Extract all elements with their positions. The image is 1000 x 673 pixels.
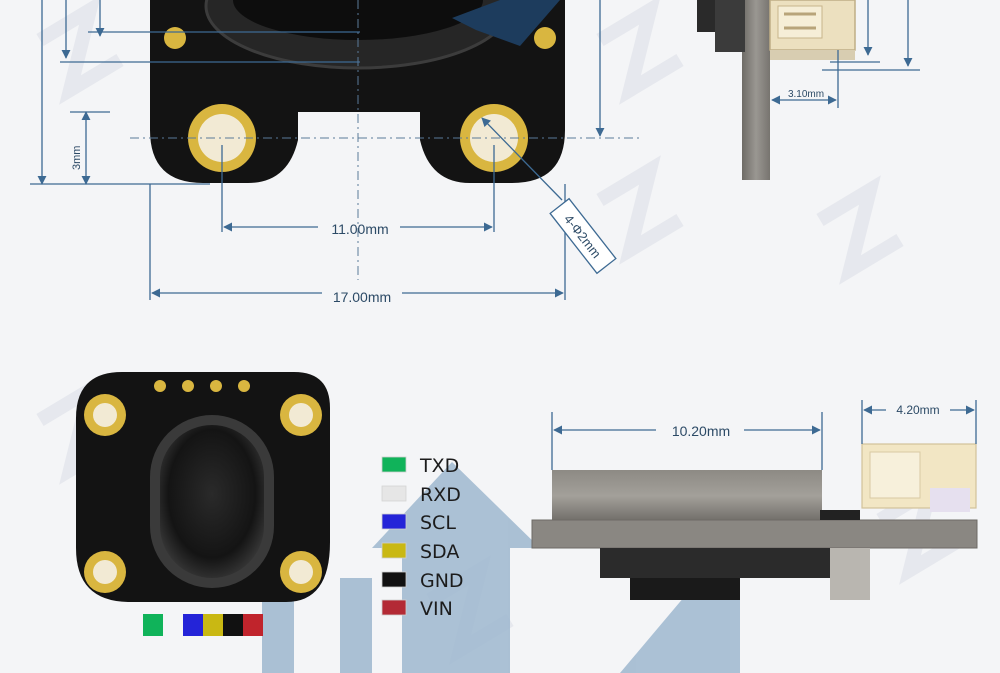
dim-connector-length: 4.20mm xyxy=(896,403,939,417)
watermark-arrow xyxy=(262,462,740,673)
legend-item: RXD xyxy=(381,484,461,506)
pin-legend: TXD RXD SCL SDA GND VIN xyxy=(381,455,464,620)
pin-pad xyxy=(164,27,186,49)
legend-label-rxd: RXD xyxy=(420,484,461,506)
legend-item: SDA xyxy=(381,541,459,563)
dim-board-width: 17.00mm xyxy=(333,289,391,305)
legend-label-txd: TXD xyxy=(419,455,459,477)
board-front-view xyxy=(76,372,330,636)
dim-sensor-length: 10.20mm xyxy=(672,423,730,439)
side-dimension-lines xyxy=(771,0,920,108)
top-dimension-lines xyxy=(30,0,605,300)
sensor-dimension-lines xyxy=(551,400,977,470)
legend-label-sda: SDA xyxy=(420,541,459,563)
legend-item: SCL xyxy=(381,512,456,534)
center-lines xyxy=(130,0,640,280)
legend-label-scl: SCL xyxy=(420,512,456,534)
top-side-view xyxy=(697,0,856,180)
legend-item: GND xyxy=(381,570,464,592)
pin-header-pads xyxy=(154,380,250,392)
legend-label-vin: VIN xyxy=(420,598,453,620)
sensor-side-view xyxy=(531,443,978,600)
pin-pad xyxy=(534,27,556,49)
dim-hole-offset: 3mm xyxy=(71,146,83,170)
legend-label-gnd: GND xyxy=(420,570,464,592)
legend-item: VIN xyxy=(381,598,453,620)
legend-item: TXD xyxy=(381,455,459,477)
dim-hole-spacing: 11.00mm xyxy=(331,221,388,237)
dim-connector-offset: 3.10mm xyxy=(788,89,824,100)
pin-color-strip xyxy=(143,614,263,636)
